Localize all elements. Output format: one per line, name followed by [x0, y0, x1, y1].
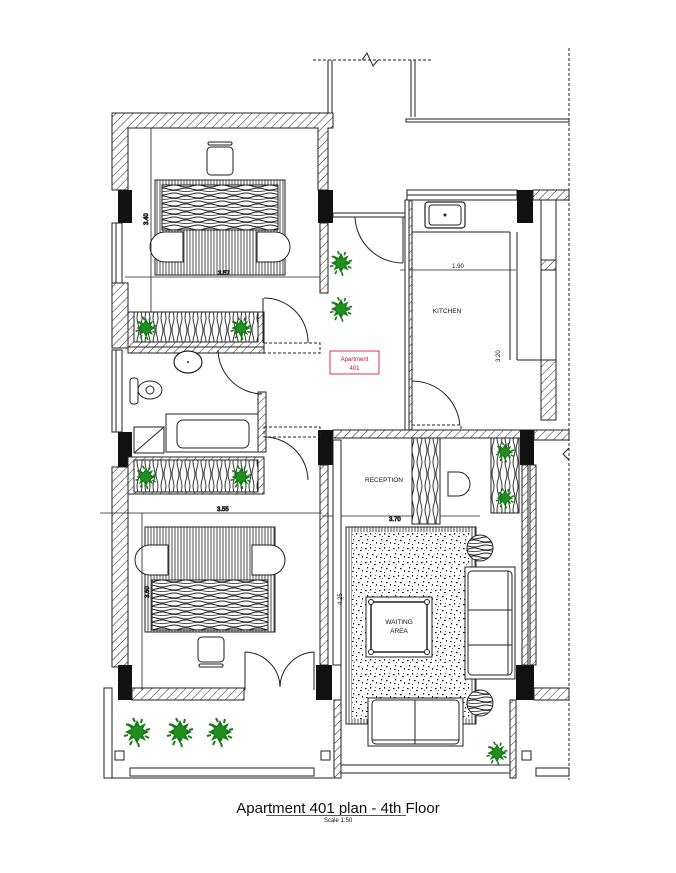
accent-chairs — [466, 534, 494, 717]
reception-label: RECEPTION — [365, 477, 403, 484]
dim-bedroom2-height: 3.60 — [145, 586, 151, 598]
bedroom-1-dimensions: 3.40 3.57 — [125, 128, 320, 312]
bedroom-2-door — [244, 651, 315, 690]
unit-tag-line2: 401 — [349, 366, 360, 372]
drawing-title-text: Apartment 401 plan - 4th Floor — [236, 800, 440, 817]
unit-tag-line1: Apartment — [341, 357, 369, 363]
sofa-bottom — [367, 697, 464, 747]
plant-icon — [166, 717, 194, 748]
kitchen-label: KITCHEN — [433, 308, 462, 315]
plant-icon — [206, 717, 234, 748]
entrance-door — [332, 199, 410, 431]
living-walls — [332, 429, 570, 770]
plant-icon — [329, 296, 353, 323]
balcony — [103, 687, 570, 779]
waiting-label-line1: WAITING — [385, 619, 413, 626]
bedroom-2-dimensions: 3.55 3.70 3.60 — [100, 507, 480, 690]
title-underline — [266, 815, 406, 816]
dim-bedroom2-width: 3.55 — [217, 507, 229, 513]
dim-bedroom1-width: 3.57 — [218, 271, 230, 277]
dim-living-height: 4.25 — [338, 593, 344, 605]
title-block: Apartment 401 plan - 4th Floor Scale 1:5… — [0, 800, 676, 824]
corridor-openings — [262, 297, 321, 481]
waiting-area: WAITING AREA 4.25 — [338, 526, 477, 725]
drawing-title: Apartment 401 plan - 4th Floor — [236, 800, 439, 817]
dim-kitchen-height: 3.20 — [496, 350, 502, 362]
plant-icon — [329, 250, 353, 277]
dim-living-width: 3.70 — [389, 517, 401, 523]
sofa-right — [464, 566, 516, 680]
bed-2 — [134, 526, 286, 668]
reception-desk: RECEPTION — [365, 437, 520, 525]
plant-icon — [123, 717, 151, 748]
drawing-scale: Scale 1:50 — [323, 818, 353, 824]
bathroom — [111, 346, 333, 467]
dim-bedroom1-height: 3.40 — [144, 213, 150, 225]
plant-icon — [485, 740, 509, 766]
dim-kitchen-width: 1.90 — [452, 264, 464, 270]
bedroom-1-walls — [111, 112, 334, 349]
bed-1 — [149, 141, 291, 276]
waiting-label-line2: AREA — [390, 628, 408, 635]
upper-corridor — [313, 48, 570, 780]
kitchen: 1.90 3.20 KITCHEN — [400, 189, 570, 434]
unit-tag: Apartment 401 — [329, 350, 380, 375]
